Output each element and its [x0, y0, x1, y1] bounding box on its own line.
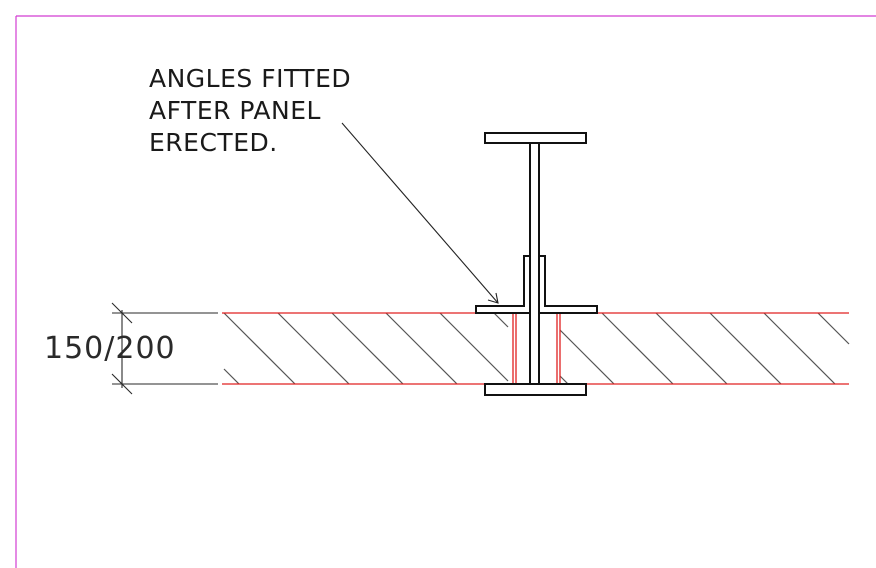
- annotation-line-2: AFTER PANEL: [149, 96, 321, 125]
- drawing-frame: [15, 15, 876, 568]
- annotation-leader: [341, 122, 499, 304]
- beam-top-flange: [484, 132, 587, 144]
- thickness-dimension: [111, 302, 218, 395]
- annotation-note: ANGLES FITTED AFTER PANEL ERECTED.: [149, 64, 360, 157]
- dim-tick-bottom: [111, 373, 133, 395]
- angle-left: [475, 255, 529, 314]
- beam-bottom-flange: [484, 383, 587, 396]
- leader-line: [341, 122, 499, 304]
- dimension-label: 150/200: [44, 331, 176, 366]
- angle-right: [540, 255, 598, 314]
- steel-i-beam: [484, 132, 587, 396]
- wall-panel-section: [222, 312, 850, 385]
- annotation-line-3: ERECTED.: [149, 128, 278, 157]
- leader-arrowhead: [487, 292, 499, 304]
- panel-edges: [222, 312, 849, 385]
- panel-hatching: [223, 312, 850, 385]
- dim-tick-top: [111, 302, 133, 324]
- fitted-angles: [475, 255, 598, 314]
- annotation-line-1: ANGLES FITTED: [149, 64, 351, 93]
